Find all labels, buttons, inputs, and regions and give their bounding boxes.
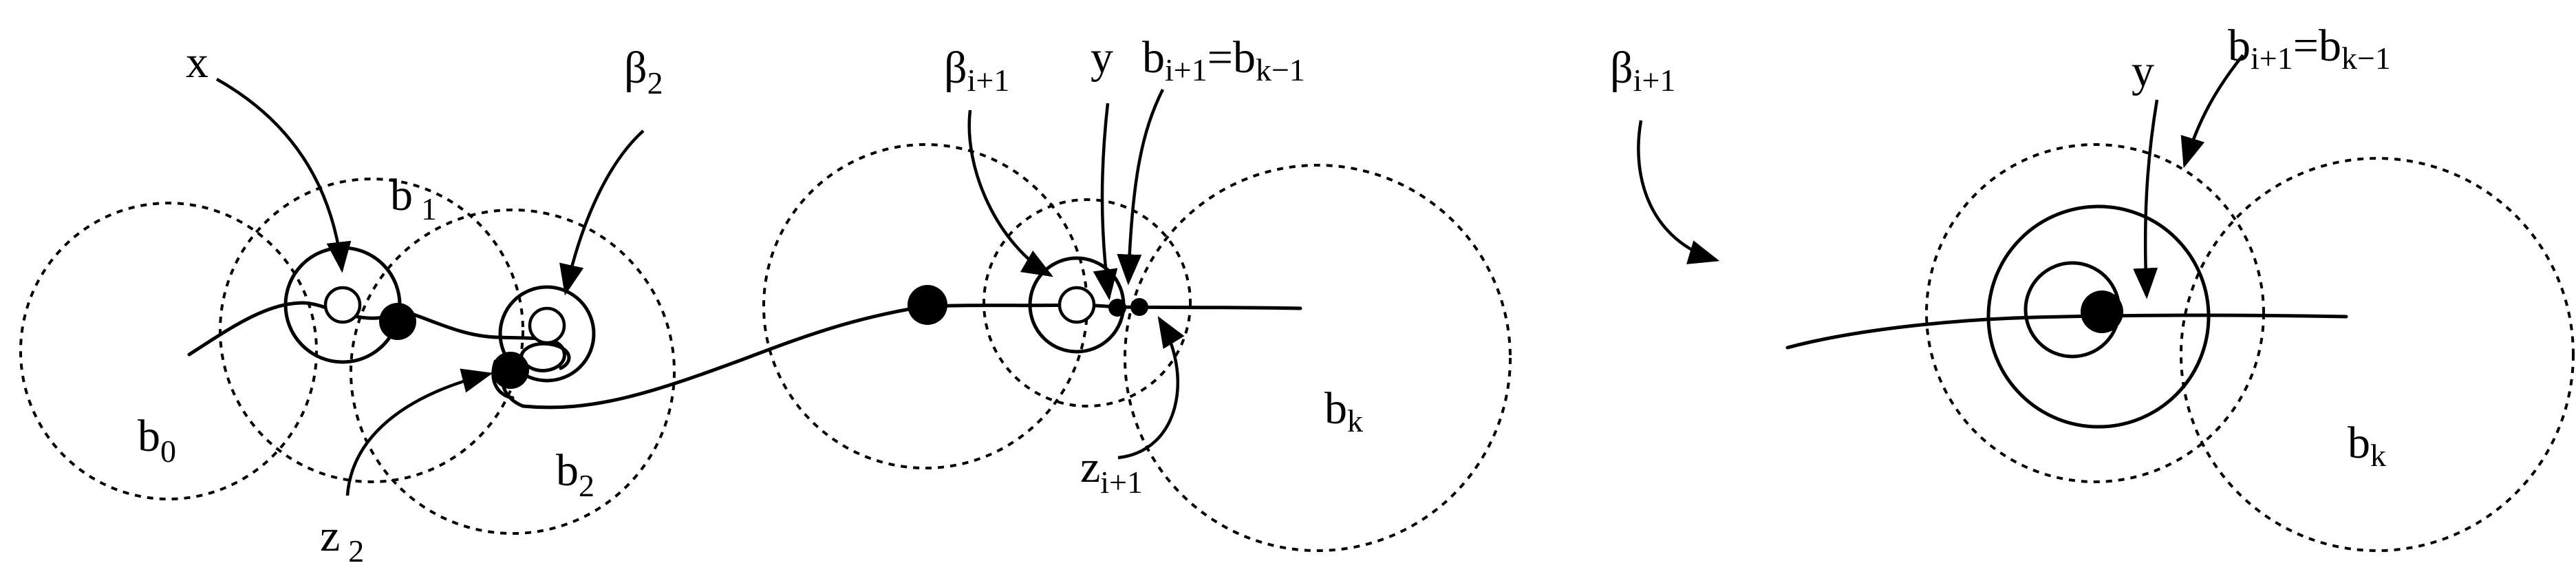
arrow-y bbox=[1093, 103, 1118, 301]
label-y: y bbox=[1091, 32, 1113, 83]
arrow-beta2 bbox=[559, 129, 645, 296]
dot-z2 bbox=[492, 352, 529, 389]
y-hole bbox=[1058, 286, 1096, 324]
ball-bk bbox=[1124, 164, 1512, 552]
label-z-i1: zi+1 bbox=[1080, 442, 1143, 500]
label-b2: b2 bbox=[556, 445, 594, 503]
beta2-hole bbox=[528, 306, 566, 345]
path-curve bbox=[187, 301, 1302, 410]
label-x: x bbox=[186, 37, 208, 87]
right-label-bk: bk bbox=[2348, 418, 2386, 473]
right-arrow-b-i1 bbox=[2180, 54, 2244, 169]
arrow-z2 bbox=[345, 368, 493, 496]
right-ball-bk bbox=[2180, 157, 2575, 552]
right-path-curve bbox=[1785, 313, 2348, 350]
right-label-beta-i1: βi+1 bbox=[1610, 43, 1675, 98]
ball-b0 bbox=[19, 202, 318, 500]
right-dot-y bbox=[2081, 290, 2123, 333]
dot-y bbox=[1108, 299, 1126, 317]
label-b-i1-eq-bk1: bi+1=bk−1 bbox=[1142, 32, 1305, 87]
arrow-b-i1 bbox=[1117, 88, 1165, 286]
right-figure: βi+1 y bi+1=bk−1 bk bbox=[1610, 21, 2575, 552]
right-arrow-beta-i1 bbox=[1637, 120, 1720, 264]
dot-b1 bbox=[379, 303, 416, 340]
beta2-circle bbox=[498, 285, 596, 383]
label-bk: bk bbox=[1324, 383, 1363, 438]
label-b0: b0 bbox=[138, 411, 176, 469]
x-hole bbox=[323, 286, 362, 324]
dot-z-i1 bbox=[1130, 298, 1148, 316]
arrow-x bbox=[215, 78, 352, 273]
ball-small-mid bbox=[983, 198, 1192, 407]
right-ball-outer bbox=[1925, 143, 2265, 483]
ball-b2 bbox=[350, 209, 676, 535]
label-beta2: β2 bbox=[624, 43, 663, 100]
right-arrow-y bbox=[2133, 99, 2159, 299]
arrow-z-i1 bbox=[1117, 316, 1185, 460]
dot-middle bbox=[908, 285, 947, 325]
arrow-beta-i1 bbox=[967, 109, 1053, 277]
right-label-y: y bbox=[2132, 46, 2154, 96]
right-label-b-i1-eq-bk1: bi+1=bk−1 bbox=[2228, 21, 2391, 76]
ball-b1 bbox=[219, 178, 524, 483]
label-beta-i1: βi+1 bbox=[944, 43, 1009, 98]
